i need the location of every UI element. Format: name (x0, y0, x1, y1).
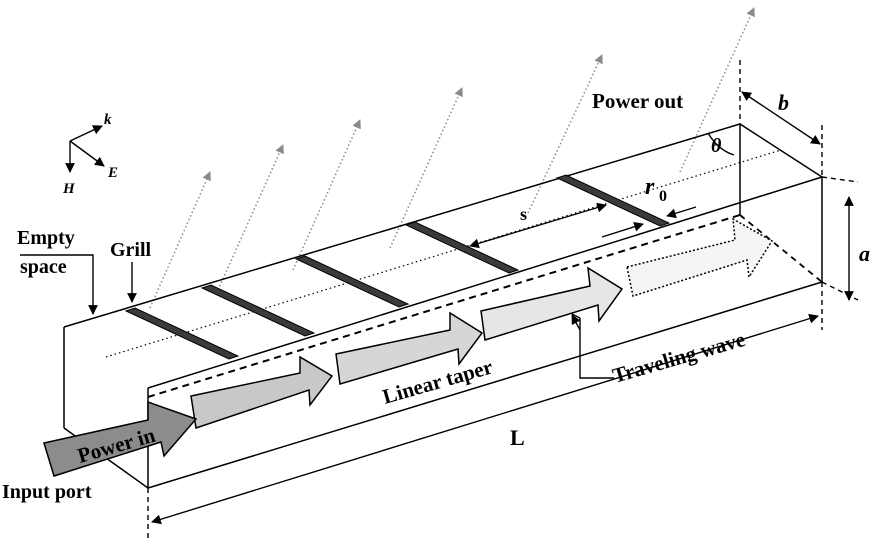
empty-space-leader (20, 254, 98, 315)
axis-H-label: H (62, 181, 76, 197)
grill-5 (555, 174, 671, 227)
grill-2 (200, 284, 316, 337)
s-dimension-arrow (469, 202, 607, 249)
ray-3-icon (292, 119, 361, 271)
axis-E-label: E (107, 165, 118, 181)
taper-dashed-line (147, 214, 741, 398)
coordinate-axes-icon (65, 125, 105, 173)
r0-arrow-right (666, 206, 697, 219)
taper-arrow-3 (480, 266, 624, 341)
L-dimension-arrow (151, 313, 819, 525)
ray-2-icon (217, 144, 284, 291)
r0-arrow-left (601, 221, 644, 238)
theta-label: θ (711, 135, 722, 157)
power-out-rays (149, 7, 755, 309)
ray-5-icon (527, 54, 603, 214)
taper-arrow-4 (626, 217, 774, 297)
input-port-label: Input port (2, 481, 92, 503)
dimensions (20, 60, 859, 540)
traveling-wave-bracket (579, 318, 614, 379)
power-out-label: Power out (592, 89, 683, 113)
r0-label: r (645, 174, 655, 200)
grill-1 (124, 307, 240, 360)
r0-subscript: 0 (659, 188, 667, 205)
L-label: L (510, 425, 525, 450)
b-dimension-arrow (741, 91, 821, 145)
theta-arc (707, 132, 735, 156)
grill-3 (294, 255, 410, 308)
traveling-wave-label: Traveling wave (610, 327, 748, 388)
empty-space-label-1: Empty (17, 227, 75, 249)
s-label: s (520, 204, 527, 224)
empty-space-label-2: space (20, 256, 67, 278)
ray-4-icon (389, 87, 463, 249)
ray-1-icon (149, 171, 211, 309)
axis-k-label: k (104, 112, 112, 128)
a-label: a (859, 241, 870, 266)
taper-dashed-line-right (739, 214, 823, 283)
grill-4 (404, 221, 520, 274)
grill-label: Grill (110, 239, 152, 261)
b-label: b (778, 90, 789, 115)
